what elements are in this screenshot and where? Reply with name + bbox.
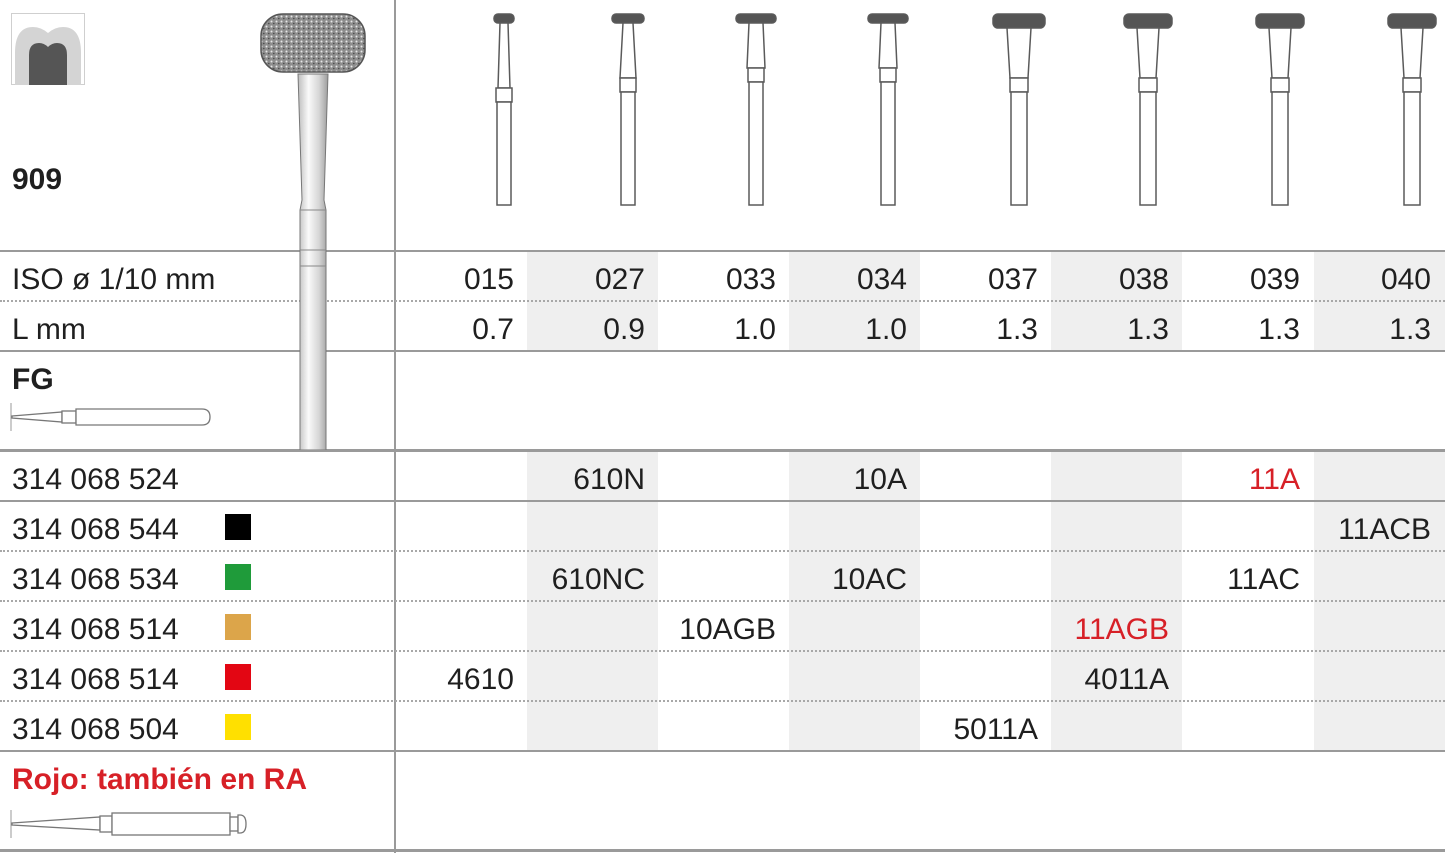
reference-number: 314 068 544 — [12, 513, 179, 546]
grit-color-swatch — [225, 564, 251, 590]
fg-shank-icon — [10, 403, 211, 431]
tooth-crown-icon — [11, 13, 85, 85]
grit-color-swatch — [225, 714, 251, 740]
product-cell: 10AC — [831, 563, 907, 596]
reference-number: 314 068 524 — [12, 463, 179, 496]
length-value: 1.3 — [1389, 313, 1431, 346]
rule — [0, 300, 1445, 302]
grit-color-swatch — [225, 664, 251, 690]
rule — [0, 600, 1445, 602]
length-value: 1.3 — [1127, 313, 1169, 346]
product-cell: 610N — [573, 463, 645, 496]
iso-size: 034 — [856, 263, 907, 296]
reference-number: 314 068 514 — [12, 613, 179, 646]
rule — [0, 500, 1445, 502]
bur-profiles — [493, 13, 1437, 206]
product-cell: 610NC — [551, 563, 645, 596]
product-cell: 11ACB — [1338, 513, 1431, 546]
iso-size: 038 — [1118, 263, 1169, 296]
product-cell: 4610 — [447, 663, 514, 696]
grit-color-swatch — [225, 614, 251, 640]
reference-number: 314 068 504 — [12, 713, 179, 746]
rule — [0, 350, 1445, 352]
iso-size: 015 — [463, 263, 514, 296]
product-cell: 11AC — [1227, 563, 1300, 596]
length-value: 1.3 — [1258, 313, 1300, 346]
rule — [0, 849, 1445, 852]
diamond-wheel-bur-icon — [260, 13, 366, 450]
iso-size: 040 — [1380, 263, 1431, 296]
rule — [0, 449, 1445, 452]
reference-number: 314 068 514 — [12, 663, 179, 696]
iso-label: ISO ø 1/10 mm — [12, 263, 216, 296]
rule — [0, 650, 1445, 652]
rule — [0, 250, 1445, 252]
ra-shank-icon — [10, 810, 247, 838]
fg-label: FG — [12, 363, 54, 396]
length-value: 1.0 — [865, 313, 907, 346]
product-cell: 10A — [853, 463, 907, 496]
rule — [0, 700, 1445, 702]
length-value: 1.3 — [996, 313, 1038, 346]
grit-color-swatch — [225, 514, 251, 540]
iso-size: 033 — [725, 263, 776, 296]
iso-size: 037 — [987, 263, 1038, 296]
product-cell: 11AGB — [1074, 613, 1170, 646]
product-cell: 10AGB — [679, 613, 776, 646]
rule — [0, 550, 1445, 552]
length-value: 1.0 — [734, 313, 776, 346]
iso-size: 027 — [594, 263, 645, 296]
length-label: L mm — [12, 313, 86, 346]
length-value: 0.7 — [472, 313, 514, 346]
iso-size: 039 — [1249, 263, 1300, 296]
product-cell: 5011A — [953, 713, 1038, 746]
column-divider — [394, 0, 396, 853]
product-cell: 4011A — [1084, 663, 1169, 696]
reference-number: 314 068 534 — [12, 563, 179, 596]
product-cell: 11A — [1248, 463, 1300, 496]
product-code: 909 — [12, 163, 63, 196]
length-value: 0.9 — [603, 313, 645, 346]
ra-note: Rojo: también en RA — [12, 763, 308, 796]
rule — [0, 750, 1445, 752]
